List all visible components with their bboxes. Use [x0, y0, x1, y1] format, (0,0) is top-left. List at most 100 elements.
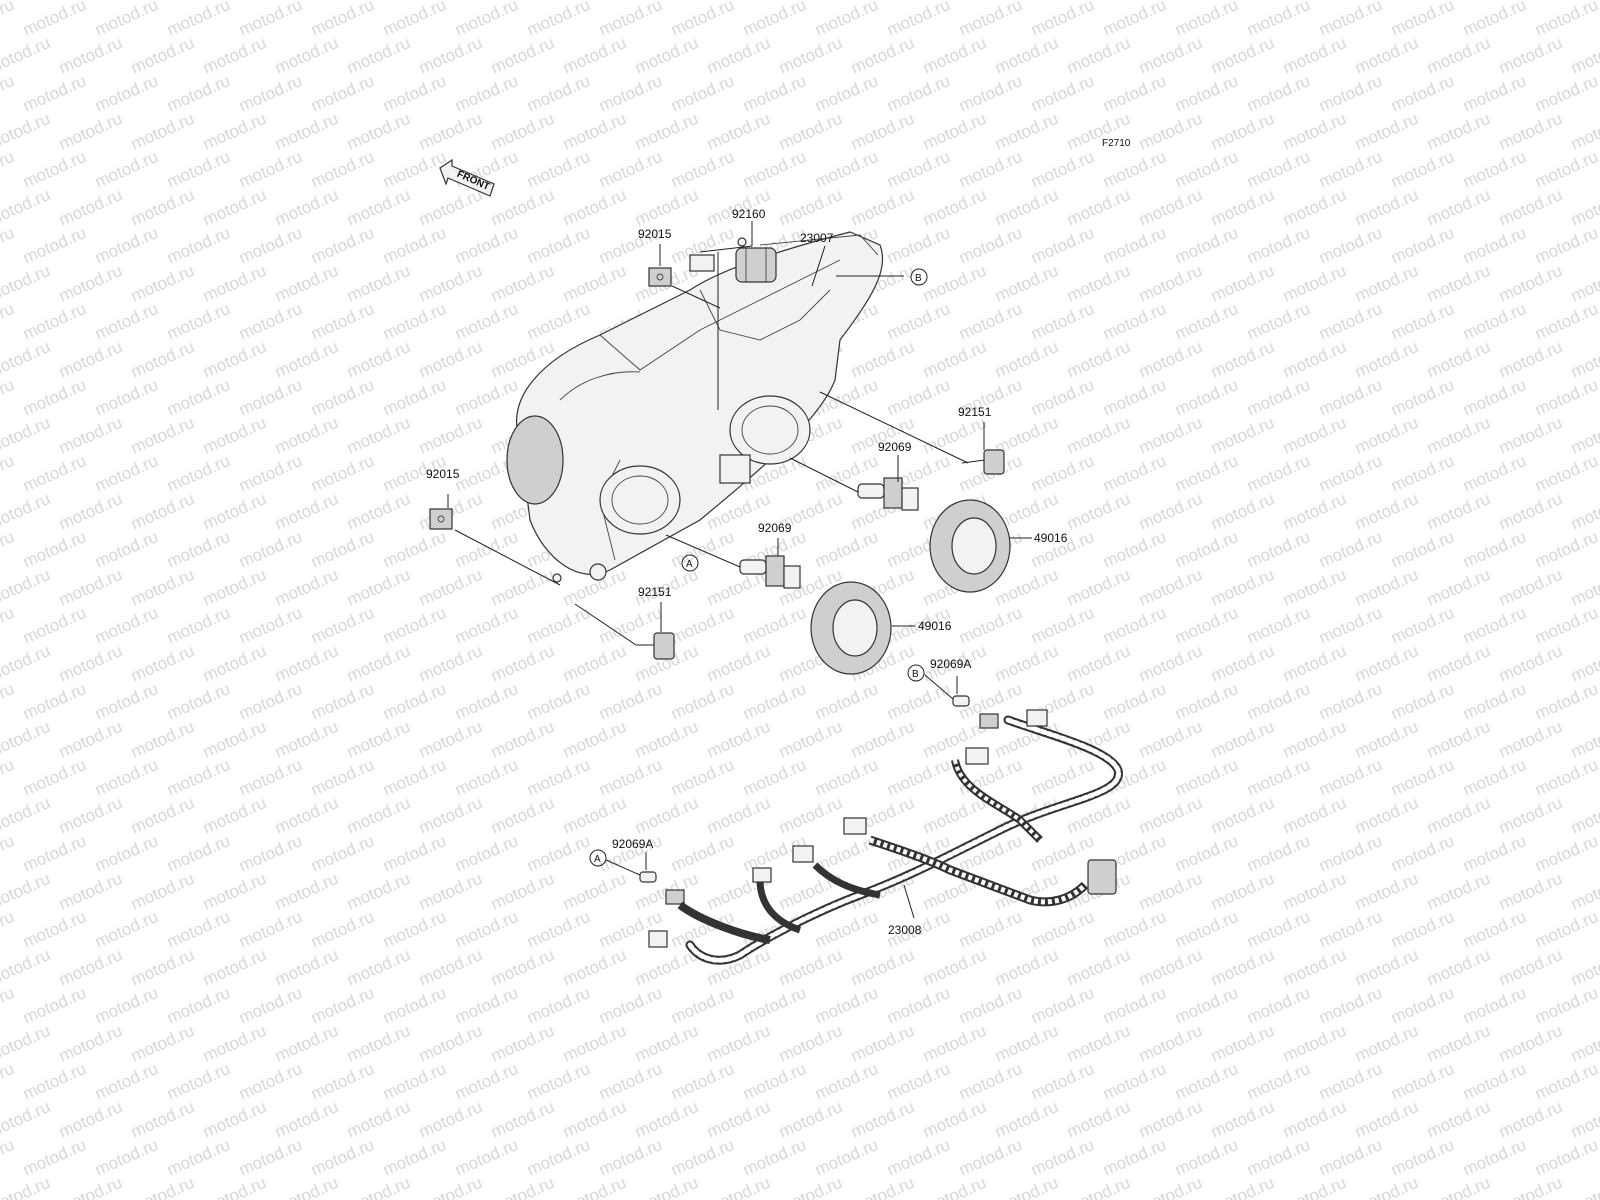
watermark-text: motod.ru: [0, 1059, 17, 1104]
watermark-text: motod.ru: [164, 1135, 233, 1180]
watermark-text: motod.ru: [956, 299, 1025, 344]
watermark-text: motod.ru: [1496, 489, 1565, 534]
watermark-text: motod.ru: [92, 527, 161, 572]
watermark-text: motod.ru: [452, 71, 521, 116]
watermark-text: motod.ru: [560, 717, 629, 762]
watermark-text: motod.ru: [596, 755, 665, 800]
watermark-text: motod.ru: [1424, 1173, 1493, 1200]
watermark-text: motod.ru: [128, 33, 197, 78]
watermark-text: motod.ru: [344, 565, 413, 610]
watermark-text: motod.ru: [956, 983, 1025, 1028]
watermark-text: motod.ru: [668, 1135, 737, 1180]
watermark-text: motod.ru: [1352, 717, 1421, 762]
watermark-text: motod.ru: [524, 831, 593, 876]
watermark-text: motod.ru: [164, 527, 233, 572]
watermark-text: motod.ru: [1568, 109, 1600, 154]
watermark-text: motod.ru: [1532, 375, 1600, 420]
watermark-text: motod.ru: [596, 1135, 665, 1180]
watermark-text: motod.ru: [200, 33, 269, 78]
bolt-left-illustration: [636, 632, 675, 660]
watermark-text: motod.ru: [200, 489, 269, 534]
watermark-text: motod.ru: [920, 337, 989, 382]
watermark-text: motod.ru: [344, 337, 413, 382]
watermark-text: motod.ru: [1100, 983, 1169, 1028]
watermark-text: motod.ru: [1316, 831, 1385, 876]
watermark-text: motod.ru: [128, 1097, 197, 1142]
watermark-text: motod.ru: [92, 603, 161, 648]
watermark-text: motod.ru: [812, 983, 881, 1028]
nut-clip-upper-illustration: [648, 267, 672, 287]
leader-lines: [447, 221, 1032, 919]
watermark-text: motod.ru: [1280, 489, 1349, 534]
watermark-text: motod.ru: [308, 603, 377, 648]
watermark-text: motod.ru: [1316, 1059, 1385, 1104]
watermark-text: motod.ru: [56, 1021, 125, 1066]
watermark-text: motod.ru: [560, 33, 629, 78]
watermark-text: motod.ru: [1208, 717, 1277, 762]
watermark-text: motod.ru: [488, 641, 557, 686]
watermark-text: motod.ru: [380, 755, 449, 800]
watermark-text: motod.ru: [92, 679, 161, 724]
watermark-text: motod.ru: [56, 1097, 125, 1142]
watermark-text: motod.ru: [0, 223, 17, 268]
watermark-text: motod.ru: [524, 679, 593, 724]
watermark-text: motod.ru: [1496, 1173, 1565, 1200]
watermark-text: motod.ru: [452, 831, 521, 876]
watermark-text: motod.ru: [416, 1173, 485, 1200]
watermark-text: motod.ru: [1280, 793, 1349, 838]
watermark-text: motod.ru: [20, 1135, 89, 1180]
watermark-text: motod.ru: [1136, 1097, 1205, 1142]
watermark-text: motod.ru: [56, 261, 125, 306]
watermark-text: motod.ru: [1460, 1059, 1529, 1104]
watermark-text: motod.ru: [1136, 1173, 1205, 1200]
watermark-text: motod.ru: [128, 109, 197, 154]
watermark-text: motod.ru: [920, 793, 989, 838]
watermark-text: motod.ru: [956, 603, 1025, 648]
watermark-text: motod.ru: [1172, 451, 1241, 496]
watermark-text: motod.ru: [992, 109, 1061, 154]
watermark-text: motod.ru: [344, 33, 413, 78]
label-nut-clip-left: 92015: [426, 467, 460, 481]
bulb-small-b-illustration: [952, 695, 999, 729]
watermark-text: motod.ru: [1172, 755, 1241, 800]
watermark-text: motod.ru: [632, 1173, 701, 1200]
watermark-text: motod.ru: [704, 793, 773, 838]
watermark-text: motod.ru: [1208, 869, 1277, 914]
bulb-right-illustration: [857, 477, 919, 511]
watermark-text: motod.ru: [668, 527, 737, 572]
watermark-text: motod.ru: [164, 0, 233, 40]
watermark-text: motod.ru: [1388, 983, 1457, 1028]
watermark-text: motod.ru: [596, 71, 665, 116]
watermark-text: motod.ru: [1316, 147, 1385, 192]
watermark-text: motod.ru: [704, 717, 773, 762]
watermark-text: motod.ru: [992, 33, 1061, 78]
watermark-text: motod.ru: [0, 527, 17, 572]
watermark-text: motod.ru: [452, 907, 521, 952]
watermark-text: motod.ru: [560, 641, 629, 686]
watermark-text: motod.ru: [1532, 223, 1600, 268]
watermark-text: motod.ru: [1064, 185, 1133, 230]
watermark-text: motod.ru: [236, 1135, 305, 1180]
watermark-text: motod.ru: [1388, 907, 1457, 952]
watermark-text: motod.ru: [380, 907, 449, 952]
watermark-text: motod.ru: [128, 717, 197, 762]
watermark-text: motod.ru: [1064, 641, 1133, 686]
watermark-text: motod.ru: [1316, 71, 1385, 116]
watermark-text: motod.ru: [1568, 337, 1600, 382]
watermark-text: motod.ru: [380, 223, 449, 268]
watermark-text: motod.ru: [416, 717, 485, 762]
watermark-text: motod.ru: [524, 0, 593, 40]
label-wiring-harness: 23008: [888, 923, 922, 937]
watermark-text: motod.ru: [1460, 375, 1529, 420]
watermark-text: motod.ru: [1568, 565, 1600, 610]
watermark-text: motod.ru: [884, 679, 953, 724]
watermark-text: motod.ru: [236, 603, 305, 648]
watermark-text: motod.ru: [1424, 337, 1493, 382]
watermark-text: motod.ru: [1064, 1021, 1133, 1066]
watermark-text: motod.ru: [56, 869, 125, 914]
watermark-text: motod.ru: [380, 527, 449, 572]
watermark-text: motod.ru: [1424, 109, 1493, 154]
watermark-text: motod.ru: [1244, 299, 1313, 344]
watermark-text: motod.ru: [200, 717, 269, 762]
watermark-text: motod.ru: [560, 793, 629, 838]
